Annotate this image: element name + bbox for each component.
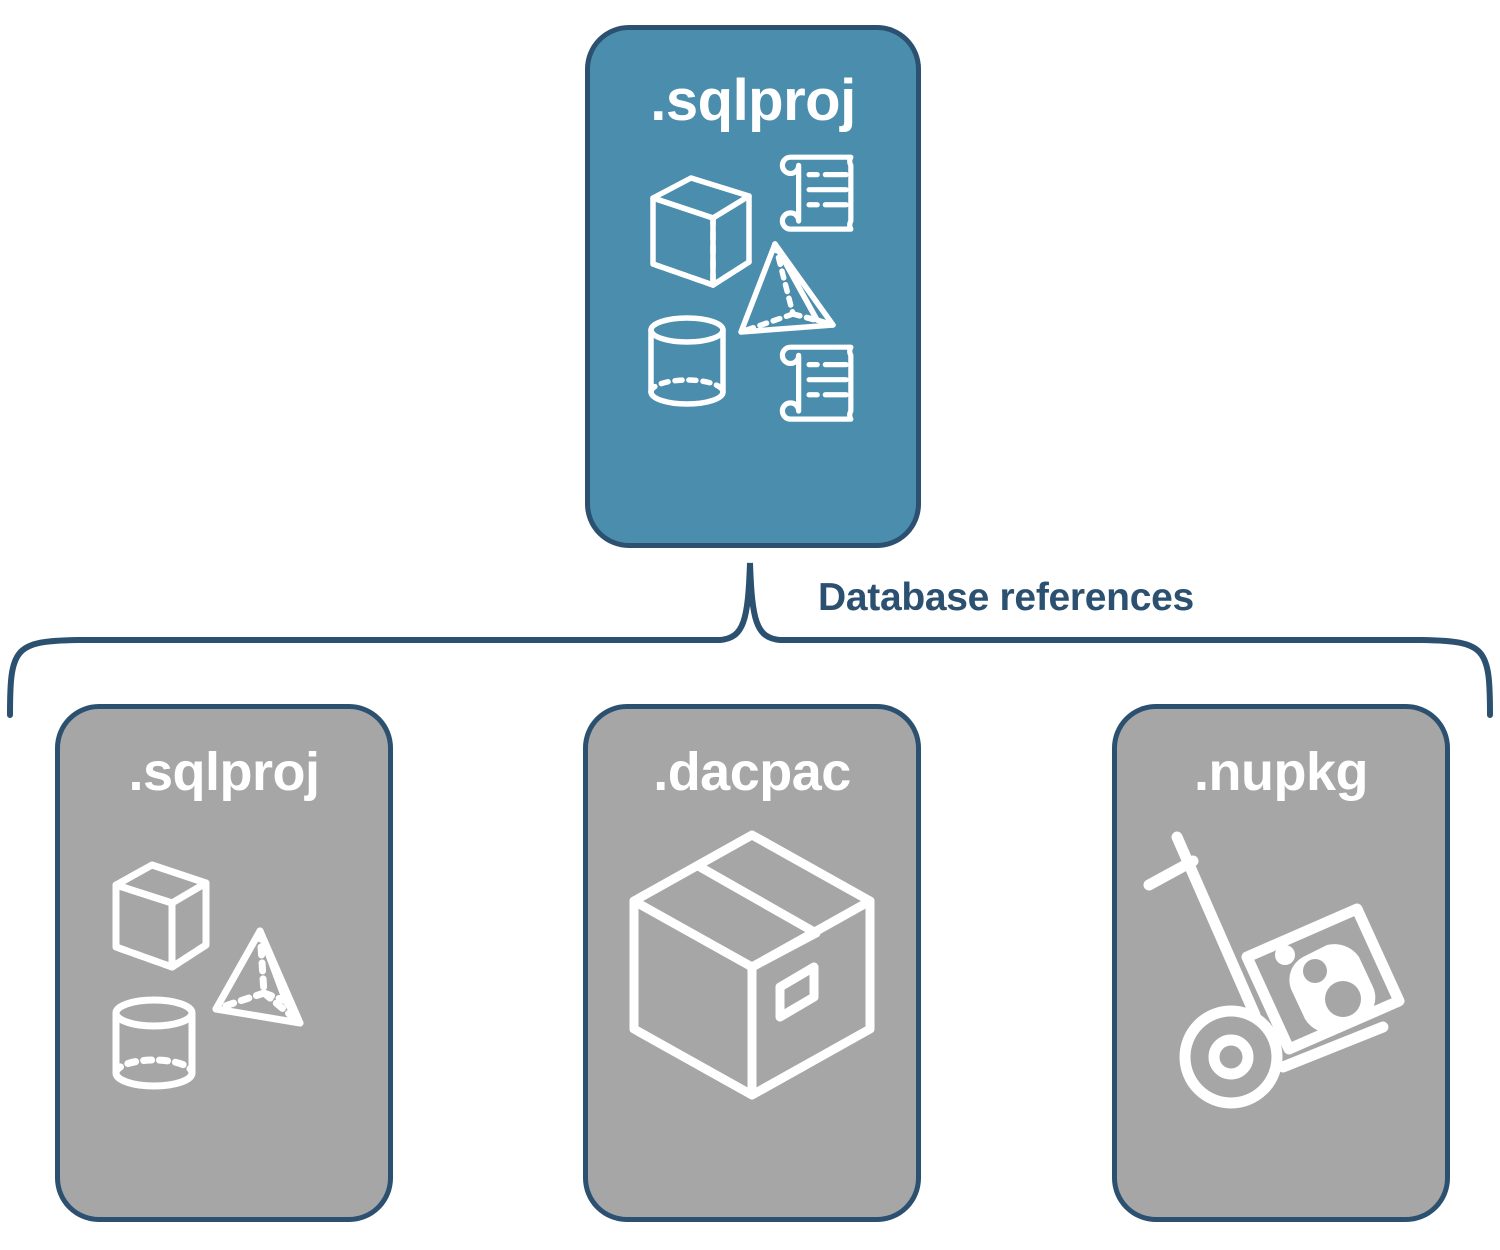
- cube-icon: [650, 175, 752, 288]
- node-sqlproj-label: .sqlproj: [128, 742, 320, 802]
- sqlproj-icon-group: [74, 815, 374, 1115]
- package-box-icon: [629, 830, 875, 1100]
- pyramid-icon: [212, 927, 304, 1027]
- node-sqlproj-reference[interactable]: .sqlproj: [55, 704, 393, 1222]
- scroll-icon: [779, 154, 854, 232]
- node-dacpac-reference[interactable]: .dacpac: [583, 704, 921, 1222]
- root-icon-group: [645, 152, 861, 422]
- node-dacpac-label: .dacpac: [653, 742, 851, 802]
- connector-label: Database references: [818, 576, 1194, 619]
- cylinder-icon: [648, 315, 726, 407]
- node-nupkg-label: .nupkg: [1194, 742, 1368, 802]
- node-root-label: .sqlproj: [650, 68, 856, 133]
- cube-icon: [112, 861, 210, 971]
- dacpac-icon-group: [602, 815, 902, 1115]
- scroll-icon: [779, 344, 854, 422]
- pyramid-icon: [738, 241, 836, 335]
- node-nupkg-reference[interactable]: .nupkg: [1112, 704, 1450, 1222]
- hand-truck-nuget-icon: [1143, 831, 1405, 1109]
- cylinder-icon: [112, 996, 196, 1090]
- node-sqlproj-root[interactable]: .sqlproj: [585, 25, 921, 548]
- nupkg-icon-group: [1131, 815, 1431, 1115]
- database-references-brace: [7, 562, 1493, 718]
